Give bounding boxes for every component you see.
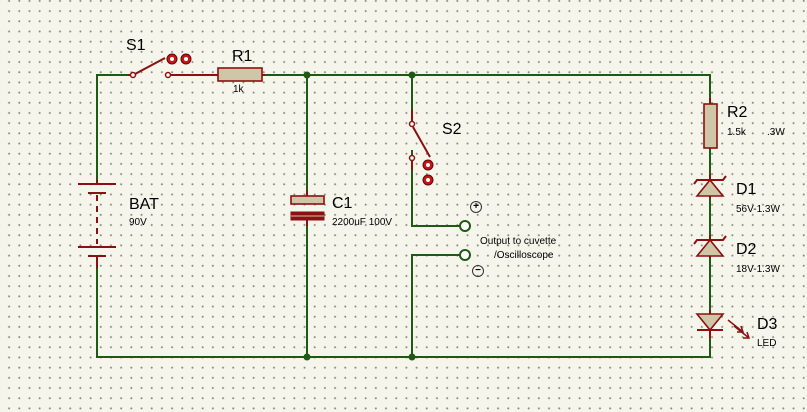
d2-value-label: 18V-1.3W	[736, 264, 780, 275]
s2-ref-label: S2	[442, 121, 462, 138]
junction-dot	[408, 71, 416, 79]
junction-dot	[303, 71, 311, 79]
r2-value-label: 1.5k	[727, 127, 746, 138]
switch-s2[interactable]	[408, 110, 434, 186]
bat-value-label: 90V	[129, 217, 147, 228]
s1-ref-label: S1	[126, 37, 146, 54]
plus-polarity-mark: +	[470, 201, 482, 213]
led-d3[interactable]	[695, 310, 751, 339]
c1-value-label: 2200uF 100V	[332, 217, 393, 228]
bat-ref-label: BAT	[129, 196, 159, 213]
d1-ref-label: D1	[736, 181, 757, 198]
wire-output-return	[411, 254, 460, 357]
output-terminal-minus[interactable]	[459, 249, 471, 261]
minus-polarity-mark: −	[472, 265, 484, 277]
battery-bat[interactable]	[78, 180, 116, 268]
d3-value-label: LED	[757, 338, 777, 349]
c1-ref-label: C1	[332, 195, 353, 212]
output-label-line2: /Oscilloscope	[494, 250, 554, 261]
resistor-r1[interactable]	[217, 67, 265, 82]
wire-top-rail	[265, 74, 711, 98]
d2-ref-label: D2	[736, 241, 757, 258]
d1-value-label: 56V-1.3W	[736, 204, 780, 215]
junction-dot	[303, 353, 311, 361]
wire-s2-output	[411, 150, 460, 227]
d3-ref-label: D3	[757, 316, 778, 333]
wires	[96, 74, 711, 358]
wire-bottom-rail	[96, 268, 711, 358]
wire-left-top	[96, 74, 128, 180]
resistor-r2[interactable]	[703, 98, 718, 149]
r1-value-label: 1k	[233, 84, 244, 95]
switch-s1[interactable]	[128, 53, 218, 79]
r2-ref-label: R2	[727, 104, 748, 121]
capacitor-c1[interactable]	[290, 190, 325, 226]
output-label-line1: Output to cuvette	[480, 236, 557, 247]
output-terminal-plus[interactable]	[459, 220, 471, 232]
r1-ref-label: R1	[232, 48, 253, 65]
r2-power-label: .3W	[767, 127, 785, 138]
zener-diode-d1[interactable]	[693, 174, 727, 198]
junction-dot	[408, 353, 416, 361]
zener-diode-d2[interactable]	[693, 235, 727, 258]
